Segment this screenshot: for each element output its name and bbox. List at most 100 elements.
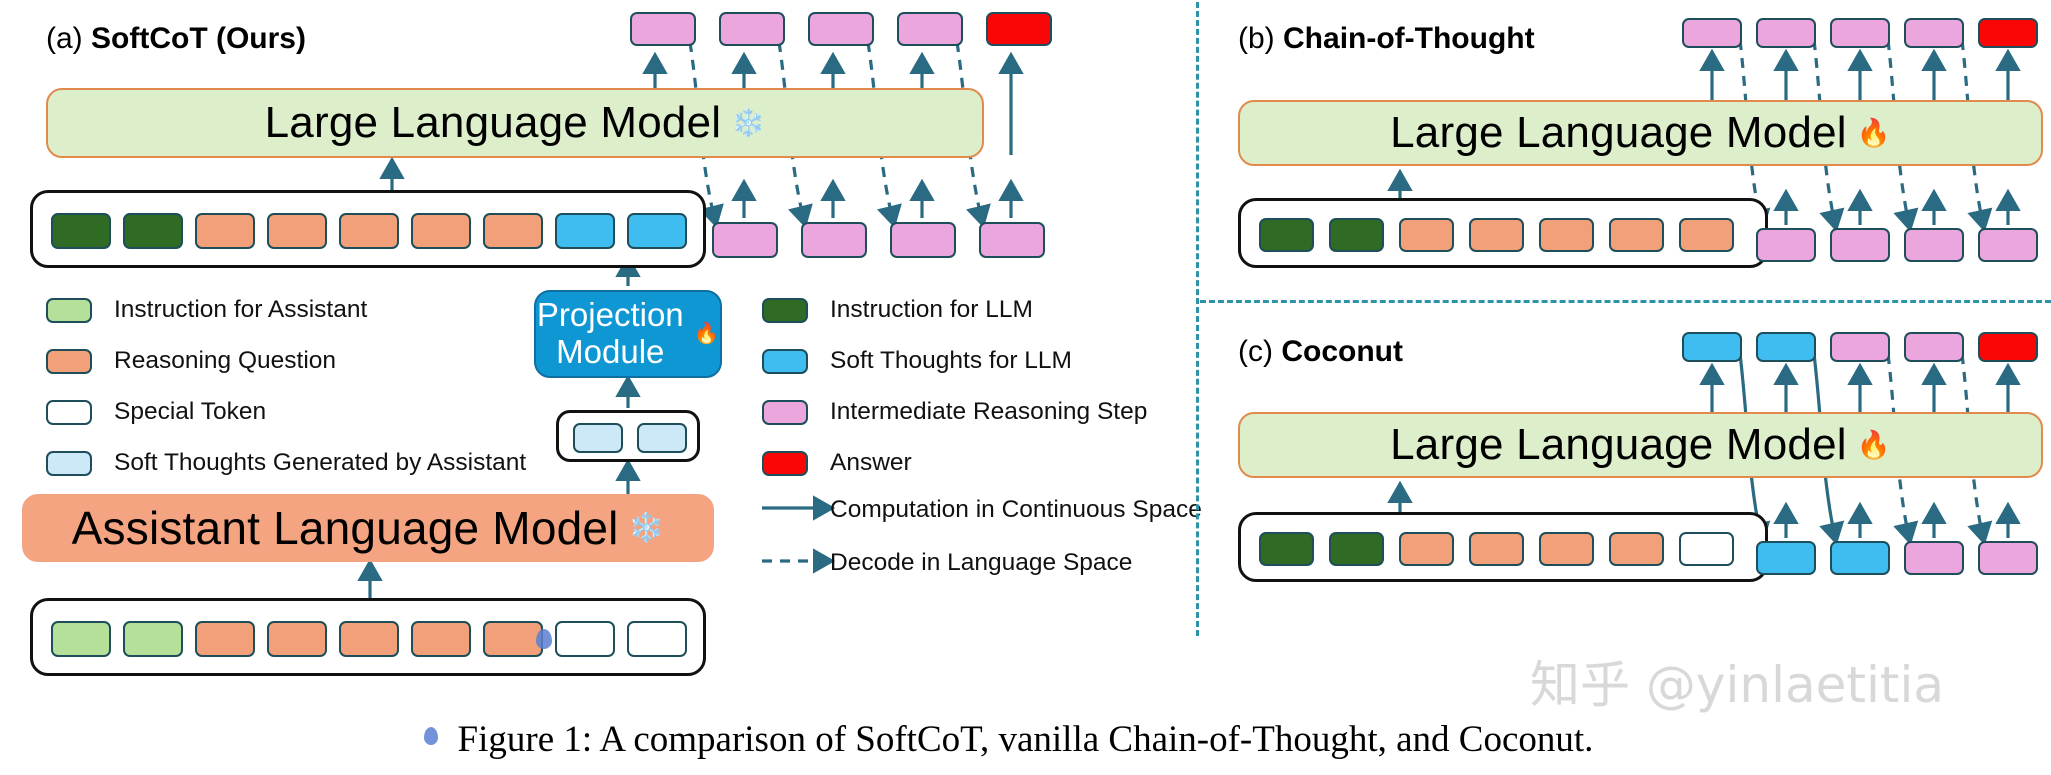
token-reasoning-question <box>1469 532 1524 566</box>
token-intermediate-reasoning-step <box>1830 18 1890 48</box>
legend-swatch-intermediate-reasoning-step <box>762 399 808 425</box>
legend-label: Soft Thoughts for LLM <box>830 347 1072 374</box>
legend-label: Intermediate Reasoning Step <box>830 398 1148 425</box>
token-intermediate-reasoning-step <box>719 12 785 46</box>
assistant-language-model-box: Assistant Language Model ❄️ <box>22 494 714 562</box>
legend-swatch-instruction-for-assistant <box>46 297 92 323</box>
token-special <box>555 621 615 657</box>
projection-module: Projection Module 🔥 <box>534 290 722 378</box>
panel-b-label: (b) <box>1238 22 1275 55</box>
token-instruction-for-llm <box>1329 532 1384 566</box>
token-intermediate-reasoning-step <box>630 12 696 46</box>
token-instruction-for-llm <box>1329 218 1384 252</box>
token-intermediate-reasoning-step <box>1830 228 1890 262</box>
panel-a-llm-input-container <box>30 190 706 268</box>
token-intermediate-reasoning-step <box>897 12 963 46</box>
token-reasoning-question <box>1399 532 1454 566</box>
legend-label: Decode in Language Space <box>830 549 1133 576</box>
token-soft-thoughts-for-llm <box>627 213 687 249</box>
token-reasoning-question <box>411 621 471 657</box>
panel-b-title: (b) Chain-of-Thought <box>1238 22 1535 56</box>
token-reasoning-question <box>339 213 399 249</box>
token-answer <box>986 12 1052 46</box>
token-reasoning-question <box>195 213 255 249</box>
soft-thoughts-container <box>556 410 700 462</box>
token-answer <box>1978 18 2038 48</box>
token-soft-thoughts-for-llm <box>1756 541 1816 575</box>
token-reasoning-question <box>1609 532 1664 566</box>
legend-swatch-special-token <box>46 399 92 425</box>
legend-label: Special Token <box>114 398 267 425</box>
legend-label: Instruction for LLM <box>830 296 1033 323</box>
token-reasoning-question <box>1609 218 1664 252</box>
panel-a-llm-label: Large Language Model <box>264 98 722 147</box>
token-reasoning-question <box>195 621 255 657</box>
token-soft-thoughts-for-llm <box>555 213 615 249</box>
divider-vertical <box>1196 2 1199 636</box>
legend-label: Instruction for Assistant <box>114 296 368 323</box>
legend-swatch-soft-thoughts-for-llm <box>762 348 808 374</box>
token-special <box>1679 532 1734 566</box>
watermark: 知乎 @yinlaetitia <box>1530 656 1944 714</box>
panel-c-name: Coconut <box>1281 335 1403 368</box>
token-intermediate-reasoning-step <box>712 222 778 258</box>
token-reasoning-question <box>267 621 327 657</box>
fire-icon: 🔥 <box>1856 117 1891 149</box>
divider-horizontal <box>1200 300 2051 303</box>
token-intermediate-reasoning-step <box>979 222 1045 258</box>
token-special <box>627 621 687 657</box>
token-soft-thoughts-for-llm <box>1756 332 1816 362</box>
legend-arrow-solid-icon <box>762 499 838 521</box>
token-reasoning-question <box>1399 218 1454 252</box>
panel-a-title: (a) SoftCoT (Ours) <box>46 22 306 56</box>
token-reasoning-question <box>1539 218 1594 252</box>
panel-c-llm-box: Large Language Model 🔥 <box>1238 412 2043 478</box>
token-intermediate-reasoning-step <box>1904 18 1964 48</box>
token-instruction-for-assistant <box>123 621 183 657</box>
token-soft-thoughts-for-llm <box>1682 332 1742 362</box>
panel-c-label: (c) <box>1238 335 1273 368</box>
token-intermediate-reasoning-step <box>1904 541 1964 575</box>
panel-b-name: Chain-of-Thought <box>1283 22 1535 55</box>
cursor-dot <box>536 629 552 649</box>
token-reasoning-question <box>411 213 471 249</box>
token-intermediate-reasoning-step <box>1978 228 2038 262</box>
projection-module-label: Projection Module <box>536 296 684 370</box>
token-instruction-for-llm <box>51 213 111 249</box>
fire-icon: 🔥 <box>693 321 720 345</box>
token-intermediate-reasoning-step <box>1904 228 1964 262</box>
token-reasoning-question <box>1539 532 1594 566</box>
token-instruction-for-llm <box>1259 218 1314 252</box>
token-answer <box>1978 332 2038 362</box>
token-intermediate-reasoning-step <box>1830 332 1890 362</box>
panel-c-feedback-row <box>1756 528 2046 575</box>
cursor-dot <box>424 727 438 745</box>
panel-c-llm-label: Large Language Model <box>1390 420 1847 469</box>
fire-icon: 🔥 <box>1856 429 1891 461</box>
token-intermediate-reasoning-step <box>890 222 956 258</box>
panel-a-llm-box: Large Language Model ❄️ <box>46 88 984 158</box>
snowflake-icon: ❄️ <box>628 511 665 544</box>
token-reasoning-question <box>1679 218 1734 252</box>
token-soft-thought-generated <box>637 423 687 453</box>
panel-b-feedback-row <box>1756 215 2046 262</box>
token-soft-thought-generated <box>573 423 623 453</box>
token-reasoning-question <box>483 621 543 657</box>
panel-b-llm-label: Large Language Model <box>1390 108 1847 157</box>
token-instruction-for-llm <box>1259 532 1314 566</box>
legend-label: Soft Thoughts Generated by Assistant <box>114 449 527 476</box>
token-intermediate-reasoning-step <box>1756 18 1816 48</box>
panel-b-llm-input-container <box>1238 198 1768 268</box>
panel-c-title: (c) Coconut <box>1238 335 1403 369</box>
panel-a-label: (a) <box>46 22 83 55</box>
token-reasoning-question <box>267 213 327 249</box>
legend-label: Computation in Continuous Space <box>830 496 1202 523</box>
token-intermediate-reasoning-step <box>1682 18 1742 48</box>
legend-swatch-reasoning-question <box>46 348 92 374</box>
token-reasoning-question <box>483 213 543 249</box>
panel-a-output-row <box>630 12 1052 54</box>
token-reasoning-question <box>339 621 399 657</box>
legend-swatch-instruction-for-llm <box>762 297 808 323</box>
token-intermediate-reasoning-step <box>801 222 867 258</box>
